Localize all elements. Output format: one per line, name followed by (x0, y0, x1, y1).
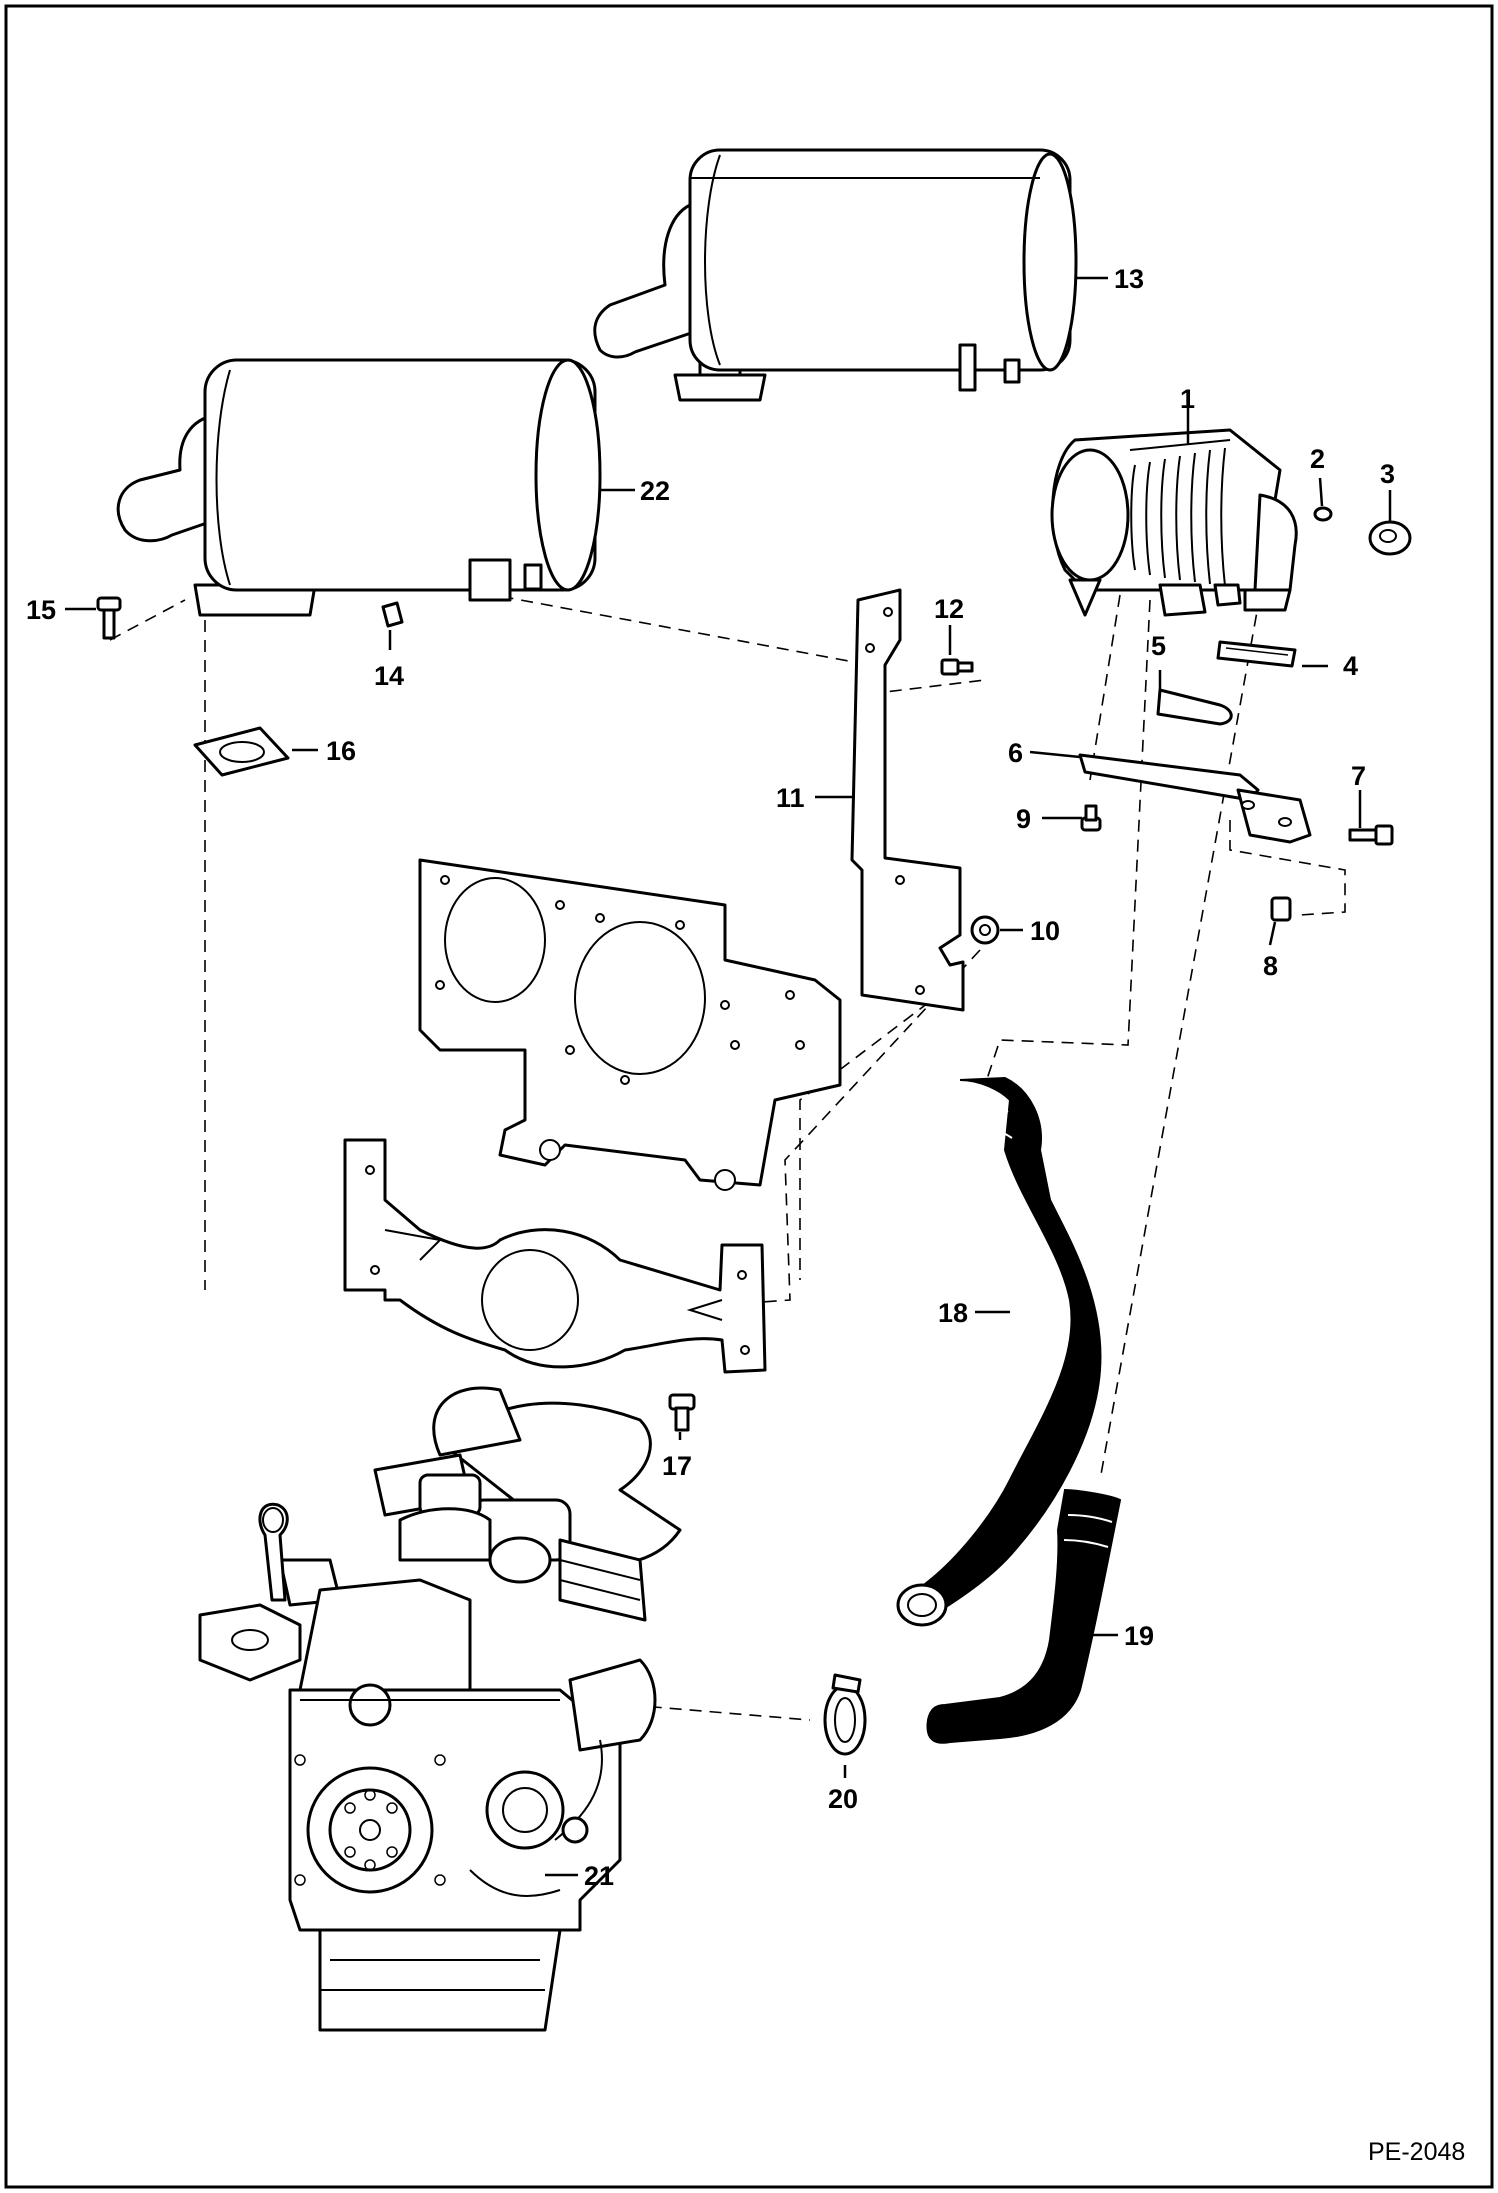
bolt-7 (1348, 824, 1394, 846)
strap-4 (1216, 640, 1297, 668)
callout-leaders (65, 276, 1392, 1877)
nut-10 (970, 915, 1000, 945)
hose-19 (926, 1488, 1122, 1744)
clamp-20 (823, 1673, 867, 1756)
callout-4: 4 (1343, 651, 1358, 681)
callout-3: 3 (1380, 459, 1395, 489)
callout-9: 9 (1016, 804, 1031, 834)
engine-plate (418, 858, 842, 1191)
bracket-11 (850, 588, 965, 1012)
figure-id: PE-2048 (1368, 2138, 1465, 2166)
callout-10: 10 (1030, 916, 1060, 946)
air-cleaner-1 (1050, 428, 1298, 617)
engine-mount-cradle (343, 1138, 767, 1374)
callout-11: 11 (776, 783, 805, 813)
muffler-13 (593, 148, 1078, 402)
callout-5: 5 (1151, 631, 1166, 661)
indicator-5 (1156, 688, 1233, 726)
callout-19: 19 (1124, 1621, 1154, 1651)
diagram-border (4, 4, 1494, 2189)
bolt-9 (1080, 804, 1102, 832)
callout-2: 2 (1310, 444, 1325, 474)
gasket-16 (193, 726, 290, 777)
bracket-6 (1078, 753, 1312, 844)
callout-7: 7 (1351, 761, 1366, 791)
plug-2 (1313, 506, 1333, 522)
nut-14 (381, 601, 404, 628)
callout-15: 15 (26, 595, 56, 625)
bolt-17 (668, 1393, 696, 1432)
callout-6: 6 (1008, 738, 1023, 768)
callout-13: 13 (1114, 264, 1144, 294)
hose-18 (896, 1076, 1102, 1627)
muffler-22 (116, 358, 602, 617)
callout-17: 17 (662, 1451, 692, 1481)
callout-20: 20 (828, 1784, 858, 1814)
cap-3 (1368, 520, 1412, 556)
callout-22: 22 (640, 476, 670, 506)
callout-14: 14 (374, 661, 404, 691)
callout-1: 1 (1180, 384, 1195, 414)
callout-21: 21 (584, 1861, 614, 1891)
callout-18: 18 (938, 1298, 968, 1328)
engine-21 (198, 1386, 682, 2032)
bolt-15 (96, 596, 122, 640)
callout-8: 8 (1263, 951, 1278, 981)
callout-labels: 1 2 3 4 5 6 7 8 9 10 11 12 13 14 15 16 1… (26, 264, 1395, 1891)
callout-16: 16 (326, 736, 356, 766)
nut-8 (1270, 896, 1292, 922)
bolt-12 (940, 658, 974, 676)
callout-12: 12 (934, 594, 964, 624)
